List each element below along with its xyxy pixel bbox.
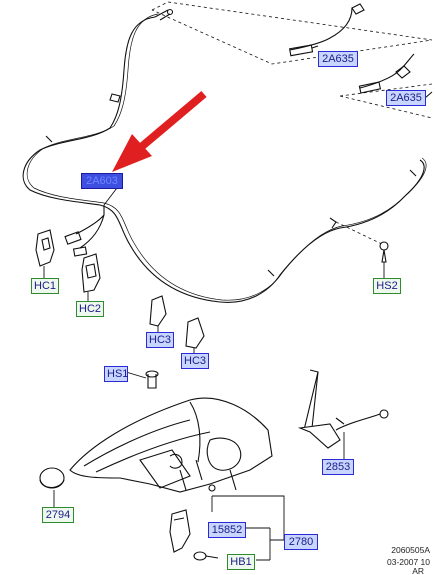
callout-leaders bbox=[43, 183, 385, 561]
label-2853[interactable]: 2853 bbox=[322, 459, 354, 475]
cable-adjuster-drawing bbox=[297, 369, 389, 449]
label-hs2[interactable]: HS2 bbox=[373, 278, 401, 294]
label-hs1[interactable]: HS1 bbox=[104, 366, 128, 382]
label-2794[interactable]: 2794 bbox=[42, 507, 74, 523]
rear-cable-upper bbox=[289, 7, 353, 51]
label-2a635-lower[interactable]: 2A635 bbox=[386, 90, 426, 106]
hc1-clip-drawing bbox=[35, 229, 55, 267]
reference-suffix: AR bbox=[412, 566, 424, 575]
hs2-bolt-drawing bbox=[379, 241, 389, 263]
label-hc1[interactable]: HC1 bbox=[31, 278, 59, 294]
label-hc2[interactable]: HC2 bbox=[76, 301, 104, 317]
end-cap-drawing bbox=[39, 467, 65, 489]
rear-cable-lower bbox=[359, 53, 415, 89]
label-2a603-selected[interactable]: 2A603 bbox=[81, 173, 123, 189]
hc3-clip-upper-drawing bbox=[149, 295, 167, 327]
label-hc3-upper[interactable]: HC3 bbox=[146, 332, 174, 348]
brake-cable-main bbox=[22, 16, 425, 303]
label-hc3-lower[interactable]: HC3 bbox=[181, 353, 209, 369]
handbrake-lever-drawing bbox=[69, 397, 273, 493]
dashed-leader-lines bbox=[151, 1, 433, 247]
hc3-clip-lower-drawing bbox=[185, 317, 205, 349]
label-2780[interactable]: 2780 bbox=[284, 534, 318, 550]
hb1-bolt-drawing bbox=[193, 551, 219, 561]
label-15852[interactable]: 15852 bbox=[208, 522, 246, 538]
brake-switch-drawing bbox=[169, 509, 191, 553]
reference-date: 03-2007 10 bbox=[386, 557, 430, 567]
label-2a635-upper[interactable]: 2A635 bbox=[318, 51, 358, 67]
hc2-clip-drawing bbox=[81, 253, 101, 293]
label-hb1[interactable]: HB1 bbox=[227, 554, 255, 570]
hs1-bolt-drawing bbox=[145, 370, 159, 389]
red-pointer-arrow bbox=[112, 90, 207, 172]
reference-code: 2060505A bbox=[391, 545, 430, 555]
